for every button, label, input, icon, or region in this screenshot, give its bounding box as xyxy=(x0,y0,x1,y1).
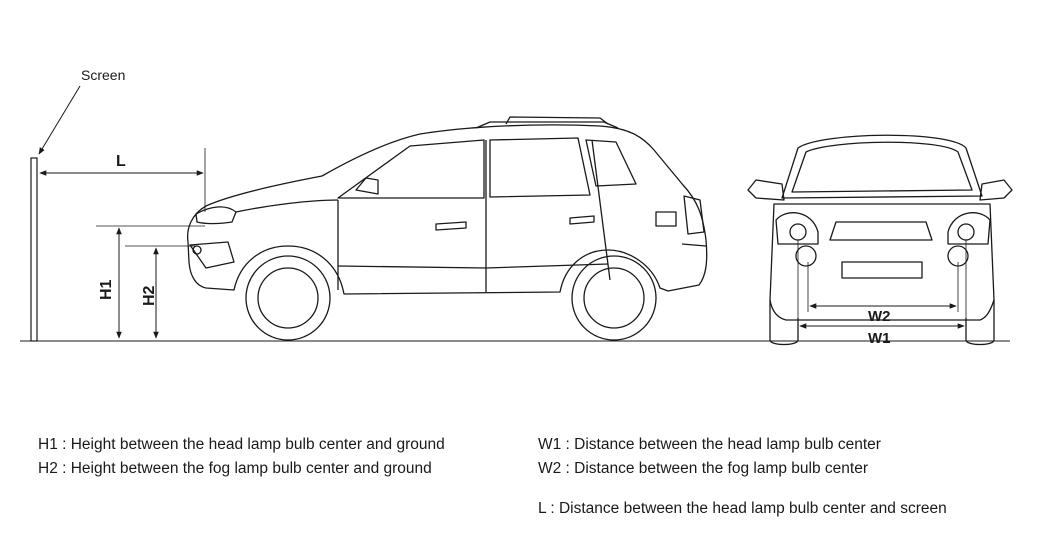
legend-w2: W2 : Distance between the fog lamp bulb … xyxy=(538,460,868,477)
legend-h1: H1 : Height between the head lamp bulb c… xyxy=(38,436,445,453)
w1-label: W1 xyxy=(868,330,891,347)
legend-w1: W1 : Distance between the head lamp bulb… xyxy=(538,436,881,453)
legend-h2: H2 : Height between the fog lamp bulb ce… xyxy=(38,460,432,477)
screen-label: Screen xyxy=(81,67,125,83)
w2-label: W2 xyxy=(868,308,891,325)
legend-l-text: L : Distance between the head lamp bulb … xyxy=(538,500,947,517)
front-wheel xyxy=(245,255,331,341)
screen: Screen xyxy=(30,67,125,342)
l-dimension: L xyxy=(39,148,206,212)
legend-heights: H1 : Height between the head lamp bulb c… xyxy=(38,433,445,481)
rear-wheel xyxy=(571,255,657,341)
height-dimensions: H1 H2 xyxy=(96,225,205,339)
h1-label: H1 xyxy=(98,279,115,300)
legend-widths: W1 : Distance between the head lamp bulb… xyxy=(538,433,881,481)
legend-distance: L : Distance between the head lamp bulb … xyxy=(538,497,947,521)
car-side-view xyxy=(186,116,708,295)
width-dimensions: W2 W1 xyxy=(797,240,967,347)
l-label: L xyxy=(116,153,126,170)
car-front-view xyxy=(747,134,1013,346)
h2-label: H2 xyxy=(141,285,158,306)
